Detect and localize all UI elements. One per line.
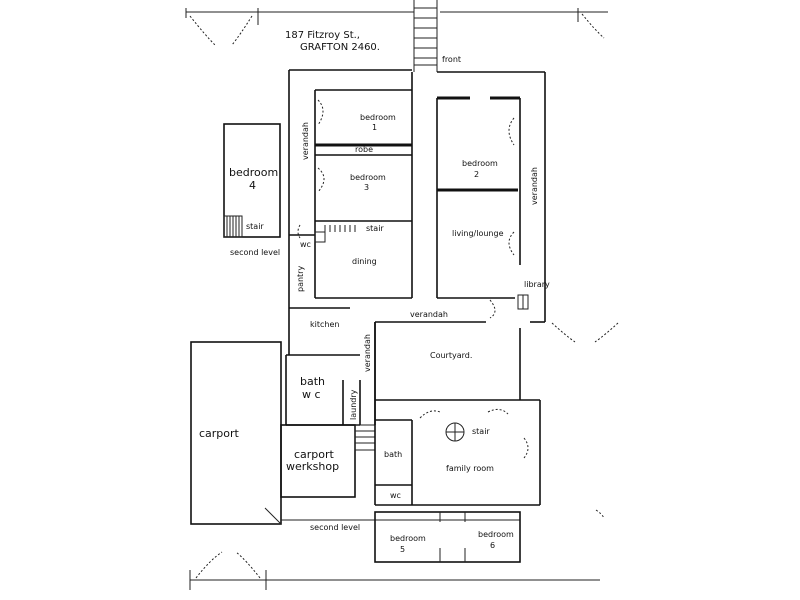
second-level-bottom-label: second level (310, 523, 360, 532)
bedrooms-5-6-block (374, 511, 521, 563)
pantry-wc-label: wc (300, 240, 311, 249)
carport-workshop-label-1: carport (294, 448, 335, 461)
robe-label: robe (355, 145, 373, 154)
dining-label: dining (352, 257, 377, 266)
bath-label: bath (300, 375, 325, 388)
kitchen-label: kitchen (310, 320, 339, 329)
carport-workshop-label-2: werkshop (286, 460, 339, 473)
carport-label: carport (199, 427, 240, 440)
bedroom-6-number: 6 (490, 541, 495, 550)
library-feature (517, 294, 529, 310)
pantry-label: pantry (296, 266, 305, 292)
front-label: front (442, 55, 461, 64)
verandah-courtyard-label: verandah (363, 334, 372, 372)
rear-fence (189, 509, 605, 590)
bedroom-4-stair-label: stair (246, 222, 264, 231)
bath-wc-label: w c (302, 388, 321, 401)
back-steps (354, 424, 376, 451)
dining-stair-label: stair (366, 224, 384, 233)
address-line-2: GRAFTON 2460. (300, 42, 380, 53)
bedroom-4-number: 4 (249, 179, 256, 192)
family-room-label: family room (446, 464, 494, 473)
bedroom-1-label: bedroom (360, 113, 396, 122)
dining-stair-treads (314, 225, 356, 243)
living-lounge-label: living/lounge (452, 229, 504, 238)
bedroom-2-number: 2 (474, 170, 479, 179)
address-line-1: 187 Fitzroy St., (285, 30, 360, 41)
library-label: library (524, 280, 550, 289)
second-level-top-label: second level (230, 248, 280, 257)
laundry-label: laundry (349, 389, 358, 420)
back-wc-label: wc (390, 491, 401, 500)
bedroom-3-label: bedroom (350, 173, 386, 182)
verandah-right-label: verandah (530, 167, 539, 205)
back-block-walls (374, 399, 541, 506)
bedroom-1-number: 1 (372, 123, 377, 132)
verandah-mid-label: verandah (410, 310, 448, 319)
bedroom-6-label: bedroom (478, 530, 514, 539)
front-fence (185, 8, 608, 46)
bedroom-2-label: bedroom (462, 159, 498, 168)
main-house-walls (285, 69, 546, 426)
courtyard-label: Courtyard. (430, 351, 472, 360)
bedroom-5-number: 5 (400, 545, 405, 554)
door-swings (297, 99, 619, 343)
back-bath-label: bath (384, 450, 402, 459)
bedroom-4-label: bedroom (229, 166, 278, 179)
verandah-left-label: verandah (301, 122, 310, 160)
bedroom-4-block (223, 123, 281, 238)
front-path (413, 0, 438, 72)
bedroom-5-label: bedroom (390, 534, 426, 543)
family-stair-label: stair (472, 427, 490, 436)
bedroom-3-number: 3 (364, 183, 369, 192)
